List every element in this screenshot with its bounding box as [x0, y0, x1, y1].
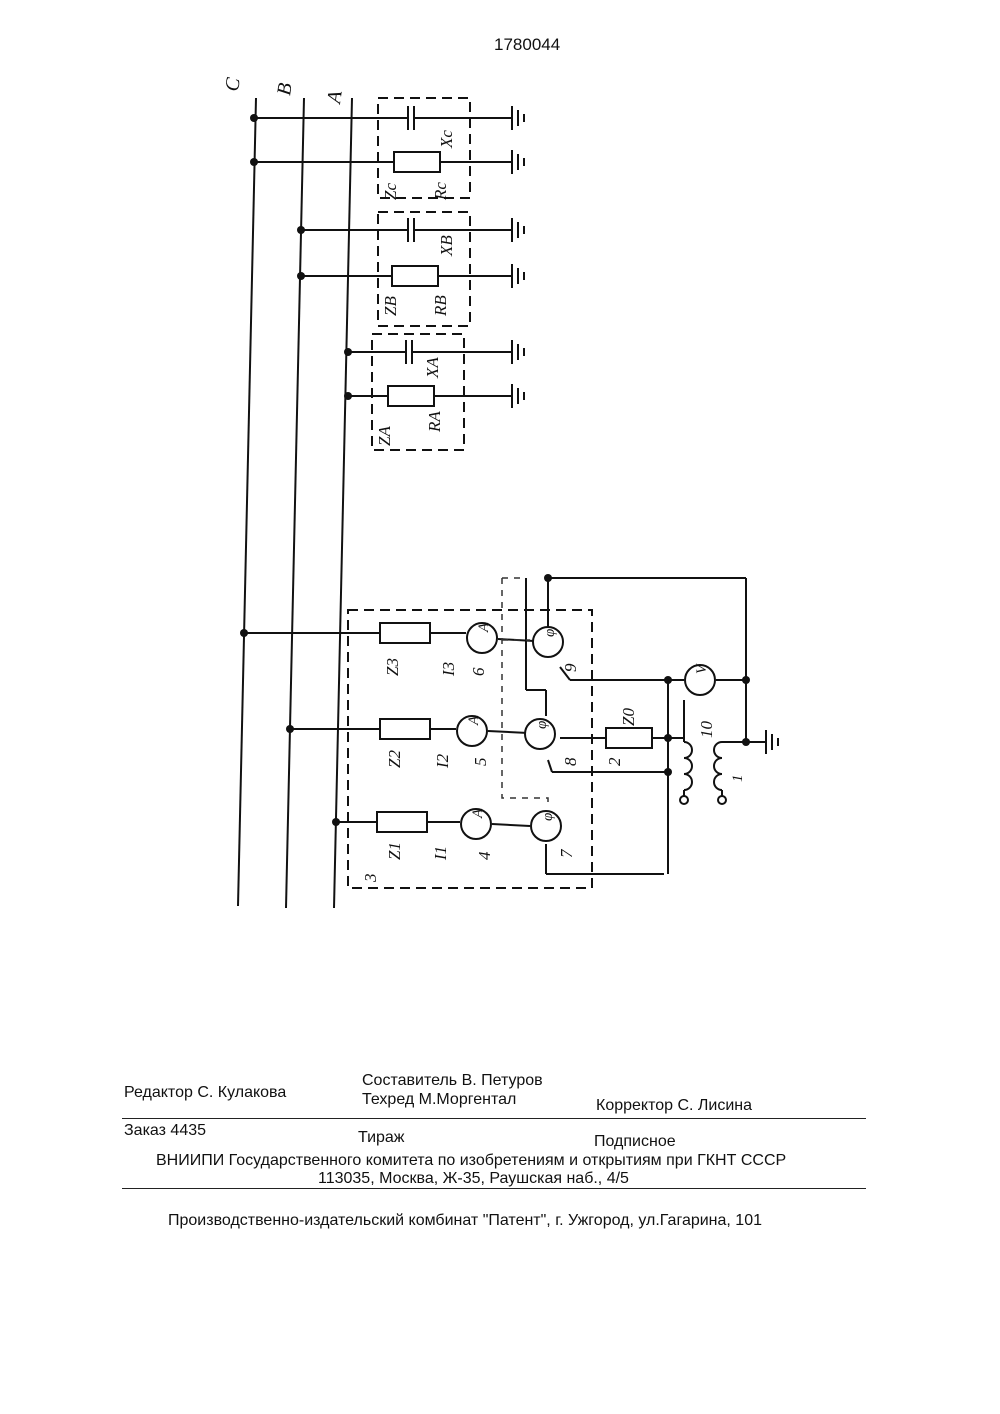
ammeter-5-symbol: A — [466, 715, 482, 726]
subscription-line: Подписное — [594, 1133, 676, 1151]
publisher-line: Производственно-издательский комбинат "П… — [168, 1212, 762, 1230]
label-z0-num: 2 — [605, 757, 624, 766]
corrector-line: Корректор С. Лисина — [596, 1097, 752, 1115]
label-z3: Z3 — [383, 658, 402, 676]
phase-meter-8-symbol: φ — [534, 721, 550, 729]
label-xc: Xc — [437, 130, 456, 149]
label-phase-meter-9-num: 9 — [561, 663, 580, 672]
label-z2: Z2 — [385, 750, 404, 768]
order-line: Заказ 4435 — [124, 1122, 206, 1140]
label-phase-meter-8-num: 8 — [561, 757, 580, 766]
label-xb: XB — [437, 235, 456, 257]
label-bus-a: A — [323, 89, 347, 107]
label-z0: Z0 — [619, 708, 638, 726]
label-ra: RA — [425, 411, 444, 433]
label-source-1: 1 — [730, 775, 746, 783]
footer-divider-2 — [122, 1188, 866, 1189]
phase-meter-7-symbol: φ — [540, 813, 556, 821]
phase-meter-9-symbol: φ — [542, 629, 558, 637]
label-phase-meter-7-num: 7 — [557, 848, 576, 858]
address-line: 113035, Москва, Ж-35, Раушская наб., 4/5 — [318, 1170, 629, 1188]
label-ammeter-6-num: 6 — [469, 667, 488, 676]
label-bus-c: C — [221, 76, 245, 93]
label-i2: I2 — [433, 753, 452, 769]
circuit-diagram: C B A Xc Zc Rc XB ZB RB XA ZA RA Z3 I3 6… — [0, 0, 1000, 960]
label-rb: RB — [431, 295, 450, 317]
label-za: ZA — [375, 426, 394, 446]
ammeter-4-symbol: A — [470, 808, 486, 819]
label-ammeter-5-num: 5 — [471, 758, 490, 767]
label-i1: I1 — [431, 846, 450, 861]
footer-divider-1 — [122, 1118, 866, 1119]
techred-line: Техред М.Моргентал — [362, 1091, 516, 1109]
label-z1: Z1 — [385, 842, 404, 860]
editor-line: Редактор С. Кулакова — [124, 1084, 286, 1102]
circulation-line: Тираж — [358, 1129, 405, 1147]
label-zb: ZB — [381, 296, 400, 316]
ammeter-6-symbol: A — [476, 622, 492, 633]
label-zc: Zc — [381, 183, 400, 200]
label-transformer-10: 10 — [697, 721, 716, 739]
organization-line: ВНИИПИ Государственного комитета по изоб… — [156, 1152, 786, 1170]
label-rc: Rc — [431, 182, 450, 201]
label-bus-b: B — [273, 82, 296, 97]
label-ammeter-4-num: 4 — [475, 851, 494, 860]
label-block-3: 3 — [361, 874, 380, 884]
label-i3: I3 — [439, 662, 458, 677]
label-xa: XA — [423, 357, 442, 379]
compiler-line: Составитель В. Петуров — [362, 1072, 543, 1090]
